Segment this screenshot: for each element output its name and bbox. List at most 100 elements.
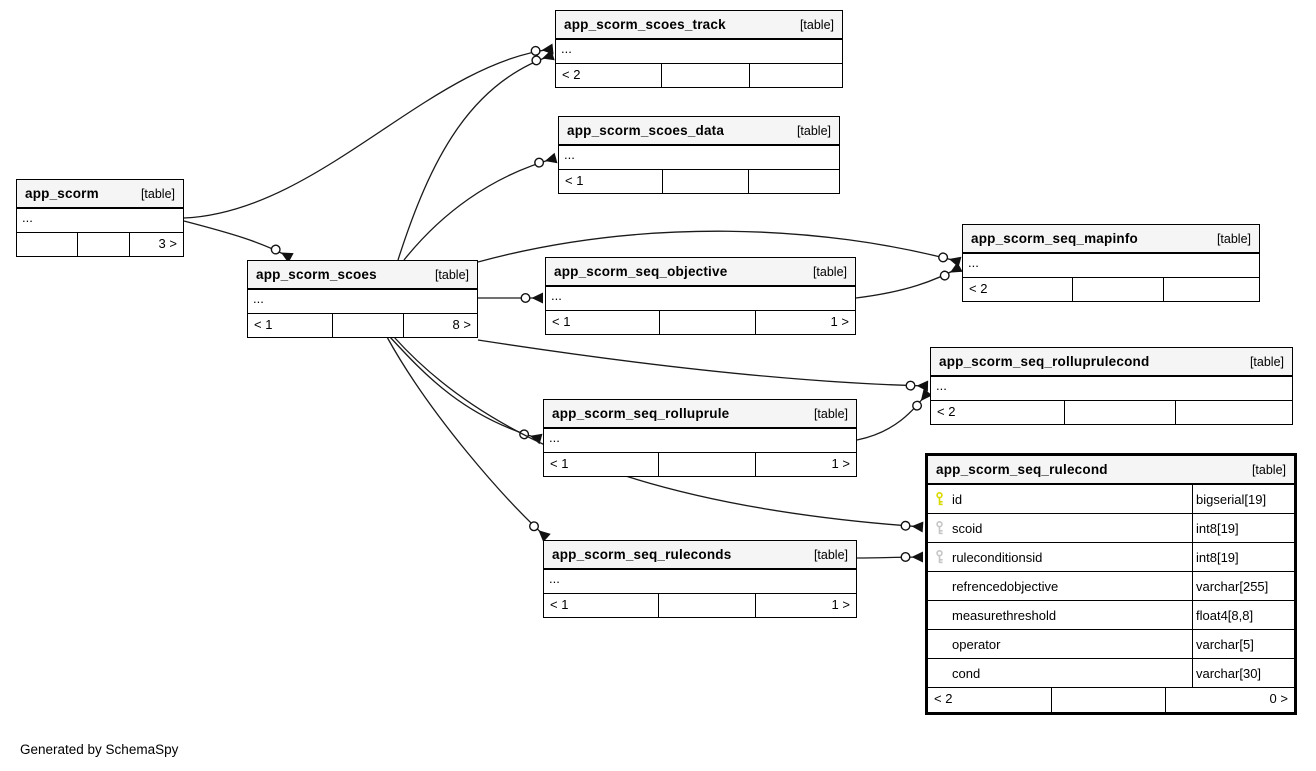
table-node-app-scorm-scoes-data[interactable]: app_scorm_scoes_data [table] ... < 1 <box>558 116 840 194</box>
table-footer: 3 > <box>17 233 183 256</box>
footer-children-count: 8 > <box>452 317 471 332</box>
table-header[interactable]: app_scorm_seq_rolluprulecond [table] <box>931 348 1292 377</box>
footer-middle-cell <box>1065 401 1177 424</box>
footer-middle-cell <box>660 311 757 334</box>
table-footer: < 2 <box>931 401 1292 424</box>
footer-middle-cell <box>78 233 130 256</box>
table-node-app-scorm-seq-mapinfo[interactable]: app_scorm_seq_mapinfo [table] ... < 2 <box>962 224 1260 302</box>
table-header[interactable]: app_scorm_seq_rulecond [table] <box>928 456 1294 485</box>
footer-middle-cell <box>333 314 404 337</box>
table-footer: < 1 8 > <box>248 314 477 337</box>
collapsed-columns-row: ... <box>544 429 856 453</box>
table-name: app_scorm_seq_objective <box>554 264 728 279</box>
table-name: app_scorm_scoes_track <box>564 17 726 32</box>
collapsed-columns-row: ... <box>544 570 856 594</box>
table-name: app_scorm_scoes <box>256 267 377 282</box>
column-type: varchar[255] <box>1192 572 1294 600</box>
table-name: app_scorm_seq_mapinfo <box>971 231 1139 246</box>
footer-parents-count: < 2 <box>556 64 662 87</box>
footer-middle-cell <box>659 453 757 476</box>
footer-children-count: 3 > <box>158 236 177 251</box>
column-row-cond: cond varchar[30] <box>928 659 1294 688</box>
table-tag: [table] <box>434 267 469 282</box>
primary-key-icon <box>934 491 945 506</box>
table-header[interactable]: app_scorm_scoes_track [table] <box>556 11 842 40</box>
fk-line-scoes-to-ruleconds <box>386 336 551 543</box>
column-type: varchar[5] <box>1192 630 1294 658</box>
fk-line-scoes-to-mapinfo <box>477 230 962 268</box>
table-tag: [table] <box>1251 462 1286 477</box>
collapsed-columns-row: ... <box>556 40 842 64</box>
fk-line-scorm-to-scoes <box>183 220 294 263</box>
table-tag: [table] <box>812 264 847 279</box>
table-tag: [table] <box>796 123 831 138</box>
collapsed-columns-row: ... <box>559 146 839 170</box>
column-name: measurethreshold <box>952 607 1057 623</box>
table-node-app-scorm-scoes[interactable]: app_scorm_scoes [table] ... < 1 8 > <box>247 260 478 338</box>
footer-middle-cell <box>1052 688 1166 712</box>
collapsed-columns-row: ... <box>248 290 477 314</box>
table-node-app-scorm-seq-ruleconds[interactable]: app_scorm_seq_ruleconds [table] ... < 1 … <box>543 540 857 618</box>
table-name: app_scorm_seq_rulecond <box>936 462 1108 477</box>
fk-line-ruleconds-to-rulecond-ruleconditionsid <box>856 551 924 563</box>
table-footer: < 1 1 > <box>544 594 856 617</box>
table-tag: [table] <box>813 547 848 562</box>
footer-children-count: 1 > <box>830 314 849 329</box>
footer-middle-cell <box>662 64 751 87</box>
column-name: id <box>952 491 963 507</box>
column-name: cond <box>952 665 981 681</box>
table-node-app-scorm-seq-objective[interactable]: app_scorm_seq_objective [table] ... < 1 … <box>545 257 856 335</box>
footer-middle-cell <box>663 170 750 193</box>
table-header[interactable]: app_scorm_seq_rolluprule [table] <box>544 400 856 429</box>
collapsed-columns-row: ... <box>963 254 1259 278</box>
table-name: app_scorm <box>25 186 99 201</box>
table-node-app-scorm-seq-rulecond[interactable]: app_scorm_seq_rulecond [table] id bigser… <box>925 453 1297 715</box>
column-row-measurethreshold: measurethreshold float4[8,8] <box>928 601 1294 630</box>
table-header[interactable]: app_scorm_seq_objective [table] <box>546 258 855 287</box>
table-header[interactable]: app_scorm_scoes [table] <box>248 261 477 290</box>
table-header[interactable]: app_scorm [table] <box>17 180 183 209</box>
footer-middle-cell <box>659 594 757 617</box>
footer-parents-count: < 2 <box>928 688 1053 712</box>
footer-children-count <box>1176 401 1292 424</box>
column-type: float4[8,8] <box>1192 601 1294 629</box>
footer-parents-count <box>17 233 79 256</box>
generator-credit: Generated by SchemaSpy <box>20 742 179 757</box>
table-header[interactable]: app_scorm_scoes_data [table] <box>559 117 839 146</box>
footer-parents-count: < 1 <box>248 314 333 337</box>
column-row-ruleconditionsid: ruleconditionsid int8[19] <box>928 543 1294 572</box>
footer-parents-count: < 1 <box>544 594 660 617</box>
table-header[interactable]: app_scorm_seq_mapinfo [table] <box>963 225 1259 254</box>
table-node-app-scorm-scoes-track[interactable]: app_scorm_scoes_track [table] ... < 2 <box>555 10 843 88</box>
fk-line-objective-to-mapinfo <box>855 262 963 299</box>
table-node-app-scorm-seq-rolluprule[interactable]: app_scorm_seq_rolluprule [table] ... < 1… <box>543 399 857 477</box>
footer-middle-cell <box>1073 278 1165 301</box>
table-node-app-scorm-seq-rolluprulecond[interactable]: app_scorm_seq_rolluprulecond [table] ...… <box>930 347 1293 425</box>
footer-children-count: 1 > <box>831 456 850 471</box>
table-tag: [table] <box>140 186 175 201</box>
foreign-key-icon <box>934 520 945 535</box>
table-tag: [table] <box>813 406 848 421</box>
footer-children-count <box>750 64 842 87</box>
table-tag: [table] <box>1216 231 1251 246</box>
footer-parents-count: < 1 <box>544 453 660 476</box>
table-footer: < 2 <box>556 64 842 87</box>
column-type: int8[19] <box>1192 514 1294 542</box>
column-type: varchar[30] <box>1192 659 1294 687</box>
table-tag: [table] <box>799 17 834 32</box>
footer-parents-count: < 2 <box>963 278 1073 301</box>
table-footer: < 1 1 > <box>544 453 856 476</box>
fk-line-scorm-to-scoes-track <box>183 43 554 219</box>
table-node-app-scorm[interactable]: app_scorm [table] ... 3 > <box>16 179 184 257</box>
column-row-refrencedobjective: refrencedobjective varchar[255] <box>928 572 1294 601</box>
fk-line-scoes-to-rolluprule <box>389 336 543 445</box>
fk-line-scoes-to-scoes-track <box>397 49 555 261</box>
table-header[interactable]: app_scorm_seq_ruleconds [table] <box>544 541 856 570</box>
footer-parents-count: < 1 <box>546 311 661 334</box>
fk-line-scoes-to-scoes-data <box>403 152 558 261</box>
column-name: scoid <box>952 520 983 536</box>
table-name: app_scorm_seq_rolluprule <box>552 406 730 421</box>
footer-children-count: 0 > <box>1269 691 1288 706</box>
column-name: ruleconditionsid <box>952 549 1043 565</box>
